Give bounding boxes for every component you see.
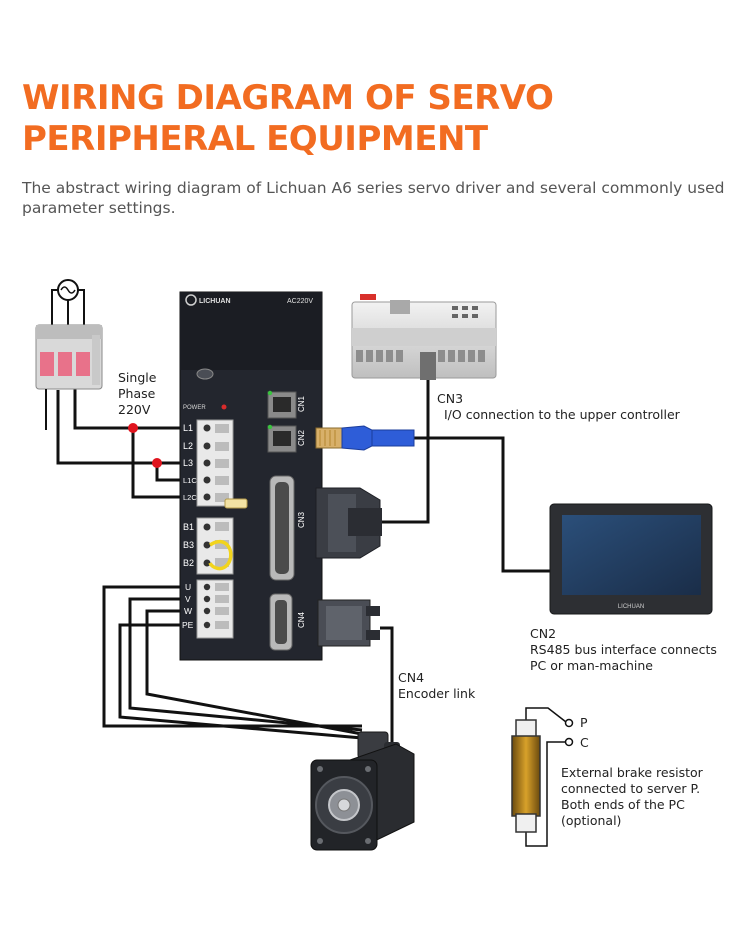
power-led bbox=[221, 404, 227, 410]
terminal-p-icon bbox=[564, 718, 574, 728]
motor-terminal-labels: U V W PE bbox=[182, 582, 194, 630]
cn1-led bbox=[267, 390, 273, 396]
title-line-1: WIRING DIAGRAM OF SERVO bbox=[22, 78, 554, 118]
blue-cable bbox=[371, 429, 415, 447]
terminal-c-icon bbox=[564, 737, 574, 747]
title-line-2: PERIPHERAL EQUIPMENT bbox=[22, 119, 488, 159]
resistor-cap-bottom bbox=[515, 813, 537, 833]
power-supply-label: Single Phase 220V bbox=[118, 370, 157, 417]
hmi-panel: LICHUAN bbox=[549, 503, 713, 615]
terminal-label-l1c: L1C bbox=[183, 476, 197, 485]
wire-power-l1 bbox=[73, 385, 203, 430]
terminal-label-l2c: L2C bbox=[183, 493, 197, 502]
plc-red-tag bbox=[360, 294, 376, 300]
terminal-label-b1: B1 bbox=[183, 522, 194, 532]
terminal-label-u: U bbox=[185, 582, 191, 592]
terminal-label-v: V bbox=[185, 594, 191, 604]
cn2-label: CN2 RS485 bus interface connects PC or m… bbox=[530, 626, 717, 673]
wire-resistor-c bbox=[525, 741, 566, 847]
wire-cn2-hmi bbox=[414, 436, 550, 573]
driver-status-indicator bbox=[196, 368, 214, 380]
power-indicator-label: POWER bbox=[183, 405, 206, 411]
resistor-body bbox=[511, 735, 541, 817]
brake-terminal-slots bbox=[215, 522, 229, 567]
brake-jumper-wire bbox=[208, 539, 233, 571]
resistor-terminal-c-label: C bbox=[580, 735, 589, 750]
wire-motor-v bbox=[128, 597, 363, 732]
cn2-led bbox=[267, 424, 273, 430]
port-label-cn3: CN3 bbox=[297, 511, 306, 528]
power-terminal-screws bbox=[203, 424, 211, 501]
breaker-lever-1 bbox=[40, 352, 54, 376]
resistor-terminal-p-label: P bbox=[580, 715, 588, 730]
brake-resistor-label: External brake resistor connected to ser… bbox=[561, 765, 703, 828]
terminal-label-l3: L3 bbox=[183, 458, 193, 468]
junction-nodes bbox=[128, 423, 162, 468]
power-terminal-slots bbox=[215, 424, 229, 502]
driver-top-panel bbox=[180, 292, 322, 370]
page-subtitle: The abstract wiring diagram of Lichuan A… bbox=[22, 179, 725, 217]
brake-terminal-labels: B1 B3 B2 bbox=[183, 522, 194, 568]
brake-terminal-screws bbox=[203, 523, 211, 567]
page-title: WIRING DIAGRAM OF SERVO PERIPHERAL EQUIP… bbox=[22, 78, 722, 160]
motor-terminal-screws bbox=[203, 583, 211, 629]
hmi-screen bbox=[562, 515, 701, 595]
cn2-cable bbox=[315, 425, 415, 451]
cn4-plug bbox=[317, 599, 380, 647]
breaker-lever-3 bbox=[76, 352, 90, 376]
wire-resistor-p bbox=[525, 707, 567, 723]
wire-cn3-plc bbox=[378, 380, 430, 524]
plc-controller bbox=[351, 294, 497, 380]
wire-motor-w bbox=[145, 609, 363, 736]
motor-terminal-slots bbox=[215, 583, 229, 629]
breaker-lever-2 bbox=[58, 352, 72, 376]
brake-resistor bbox=[511, 718, 574, 833]
port-label-cn4: CN4 bbox=[297, 611, 306, 628]
servo-driver: LICHUAN AC220V POWER L1 L2 L3 L1C L2C bbox=[179, 291, 323, 661]
cn3-plug bbox=[315, 487, 382, 559]
wire-motor-pe bbox=[118, 623, 363, 740]
port-label-cn1: CN1 bbox=[297, 395, 306, 412]
terminal-label-l1: L1 bbox=[183, 423, 193, 433]
driver-logo-icon bbox=[185, 294, 197, 306]
terminal-label-pe: PE bbox=[182, 620, 194, 630]
power-terminal-labels: L1 L2 L3 L1C L2C bbox=[183, 423, 197, 502]
motor-mount-holes bbox=[317, 766, 371, 844]
driver-voltage: AC220V bbox=[287, 298, 313, 305]
plc-leds bbox=[452, 306, 478, 318]
cn4-label: CN4 Encoder link bbox=[398, 670, 476, 701]
junction-node-l3 bbox=[152, 458, 162, 468]
ac-wave-icon bbox=[60, 286, 76, 294]
circuit-breaker bbox=[35, 279, 103, 430]
wire-cn4-encoder bbox=[380, 626, 394, 760]
terminal-label-b3: B3 bbox=[183, 540, 194, 550]
junction-node-l1 bbox=[128, 423, 138, 433]
cn3-label: CN3 I/O connection to the upper controll… bbox=[437, 391, 680, 422]
plc-terminal-row bbox=[356, 350, 485, 362]
rj45-boot bbox=[341, 425, 373, 451]
terminal-jumper-tab bbox=[224, 498, 248, 509]
terminal-label-l2: L2 bbox=[183, 441, 193, 451]
plc-connector bbox=[420, 352, 436, 380]
port-label-cn2: CN2 bbox=[297, 429, 306, 446]
servo-motor bbox=[310, 731, 415, 851]
driver-brand: LICHUAN bbox=[199, 298, 231, 305]
terminal-label-b2: B2 bbox=[183, 558, 194, 568]
terminal-label-w: W bbox=[184, 606, 192, 616]
motor-shaft bbox=[337, 798, 351, 812]
hmi-brand: LICHUAN bbox=[618, 604, 644, 610]
